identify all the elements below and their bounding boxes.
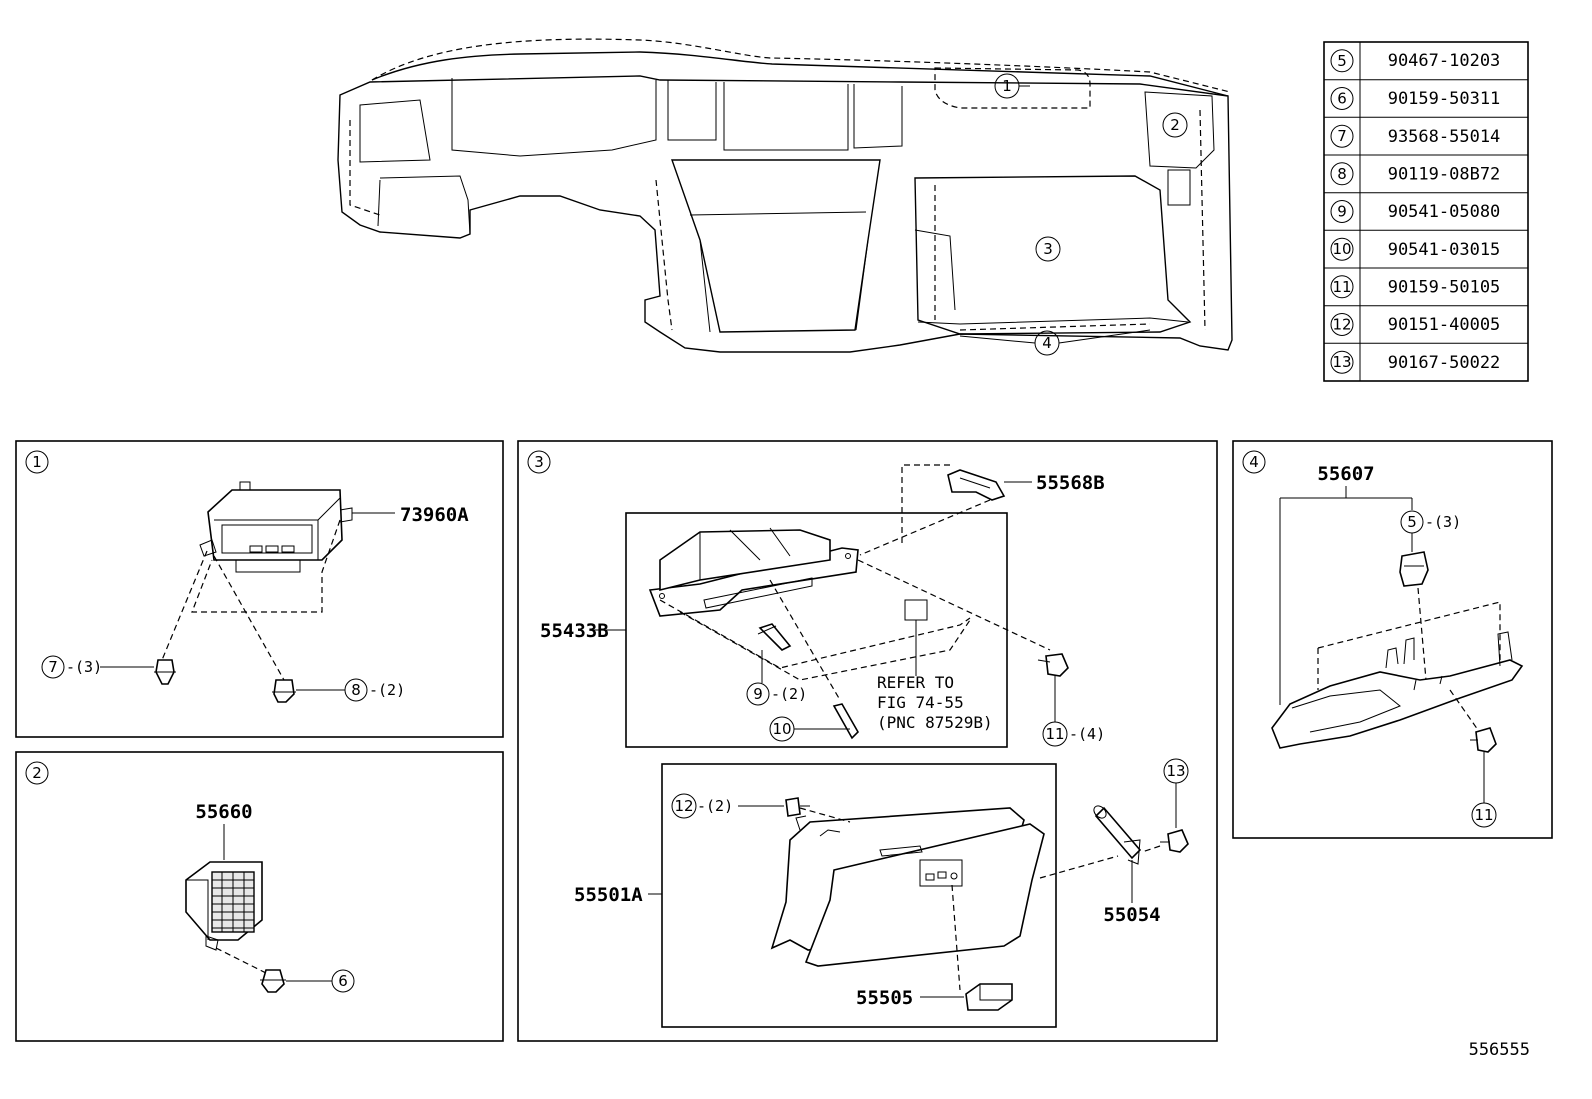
svg-text:3: 3 [534,453,544,471]
svg-text:90467-10203: 90467-10203 [1388,51,1501,71]
svg-text:8: 8 [351,681,361,699]
overview-callout-3: 3 [1035,236,1061,262]
screw-6 [260,969,286,993]
svg-text:7: 7 [1337,127,1347,145]
svg-text:9: 9 [753,685,763,703]
svg-text:7: 7 [48,658,58,676]
svg-text:90159-50105: 90159-50105 [1388,278,1501,298]
svg-text:6: 6 [1337,90,1347,108]
lower-trim-55607 [1271,631,1524,749]
bracket-55433B [648,527,859,617]
svg-text:6: 6 [338,972,348,990]
parts-table: 5 90467-10203 6 90159-50311 7 93568-5501… [1323,41,1529,382]
svg-text:90541-05080: 90541-05080 [1388,202,1501,222]
svg-text:(PNC 87529B): (PNC 87529B) [877,713,993,732]
table-row: 13 90167-50022 [1330,350,1501,374]
svg-text:55568B: 55568B [1036,472,1105,494]
table-row: 6 90159-50311 [1330,87,1501,110]
svg-text:90541-03015: 90541-03015 [1388,240,1501,260]
svg-text:4: 4 [1042,334,1052,352]
svg-text:5: 5 [1407,513,1417,531]
svg-text:1: 1 [1002,77,1012,95]
svg-text:1: 1 [32,453,42,471]
svg-text:10: 10 [1332,240,1351,258]
svg-text:FIG 74-55: FIG 74-55 [877,693,964,712]
svg-text:3: 3 [1043,240,1053,258]
svg-text:-(2): -(2) [697,797,733,815]
overview-callout-2: 2 [1162,112,1188,138]
bolt-8 [272,679,296,703]
svg-text:5: 5 [1337,52,1347,70]
svg-text:2: 2 [32,764,42,782]
screw-13 [1160,829,1189,853]
svg-text:55505: 55505 [856,987,913,1009]
svg-text:73960A: 73960A [400,504,469,526]
svg-text:55501A: 55501A [574,884,643,906]
svg-text:9: 9 [1337,203,1347,221]
pin-9 [757,623,792,651]
clip-5 [1399,551,1429,587]
table-row: 9 90541-05080 [1330,200,1501,223]
screw-11-panel4 [1470,727,1497,753]
svg-text:12: 12 [1332,316,1351,334]
panel-4: 4 55607 5 -(3) [1232,440,1553,839]
table-row: 5 90467-10203 [1330,49,1501,73]
svg-text:55433B: 55433B [540,620,609,642]
svg-text:4: 4 [1249,453,1259,471]
svg-text:90119-08B72: 90119-08B72 [1388,165,1501,185]
screw-11 [1037,653,1069,677]
svg-text:-(2): -(2) [771,685,807,703]
svg-text:11: 11 [1474,806,1493,824]
table-row: 11 90159-50105 [1330,275,1501,299]
svg-text:55660: 55660 [195,801,252,823]
svg-text:13: 13 [1166,762,1185,780]
svg-text:55054: 55054 [1103,904,1160,926]
svg-text:8: 8 [1337,165,1347,183]
svg-text:90151-40005: 90151-40005 [1388,315,1501,335]
overview-callout-1: 1 [994,73,1030,99]
overview-callout-4: 4 [959,329,1151,356]
bracket-55568B [947,469,1006,501]
pin-10 [832,703,859,740]
module-73960A [199,481,353,573]
svg-text:2: 2 [1170,116,1180,134]
svg-text:11: 11 [1332,278,1351,296]
svg-text:-(2): -(2) [369,681,405,699]
table-row: 10 90541-03015 [1330,237,1501,261]
svg-text:93568-55014: 93568-55014 [1388,127,1501,147]
panel-2: 2 55660 6 [15,751,504,1042]
clip-7 [154,659,176,685]
svg-text:-(3): -(3) [66,658,102,676]
svg-text:90159-50311: 90159-50311 [1388,89,1501,109]
instrument-panel-overview [337,38,1233,353]
svg-text:13: 13 [1332,353,1351,371]
panel-3: 3 55568B 55433B REFER TO FIG 74-55 [517,440,1218,1042]
table-row: 7 93568-55014 [1330,124,1501,148]
svg-text:11: 11 [1045,725,1064,743]
svg-text:12: 12 [674,797,693,815]
diagram-id: 556555 [1469,1040,1530,1060]
table-row: 12 90151-40005 [1330,313,1501,336]
glove-box-55501A [770,807,1045,967]
air-vent-55660 [185,861,263,951]
panel-1: 1 73960A 7 -(3) [15,440,504,738]
svg-text:REFER TO: REFER TO [877,673,954,692]
svg-text:10: 10 [772,720,791,738]
svg-text:-(4): -(4) [1069,725,1105,743]
svg-text:55607: 55607 [1317,463,1374,485]
damper-55054 [1093,805,1142,865]
table-row: 8 90119-08B72 [1330,162,1501,186]
svg-text:-(3): -(3) [1425,513,1461,531]
screw-12 [785,797,810,817]
latch-55505 [965,983,1013,1011]
svg-text:90167-50022: 90167-50022 [1388,353,1501,373]
